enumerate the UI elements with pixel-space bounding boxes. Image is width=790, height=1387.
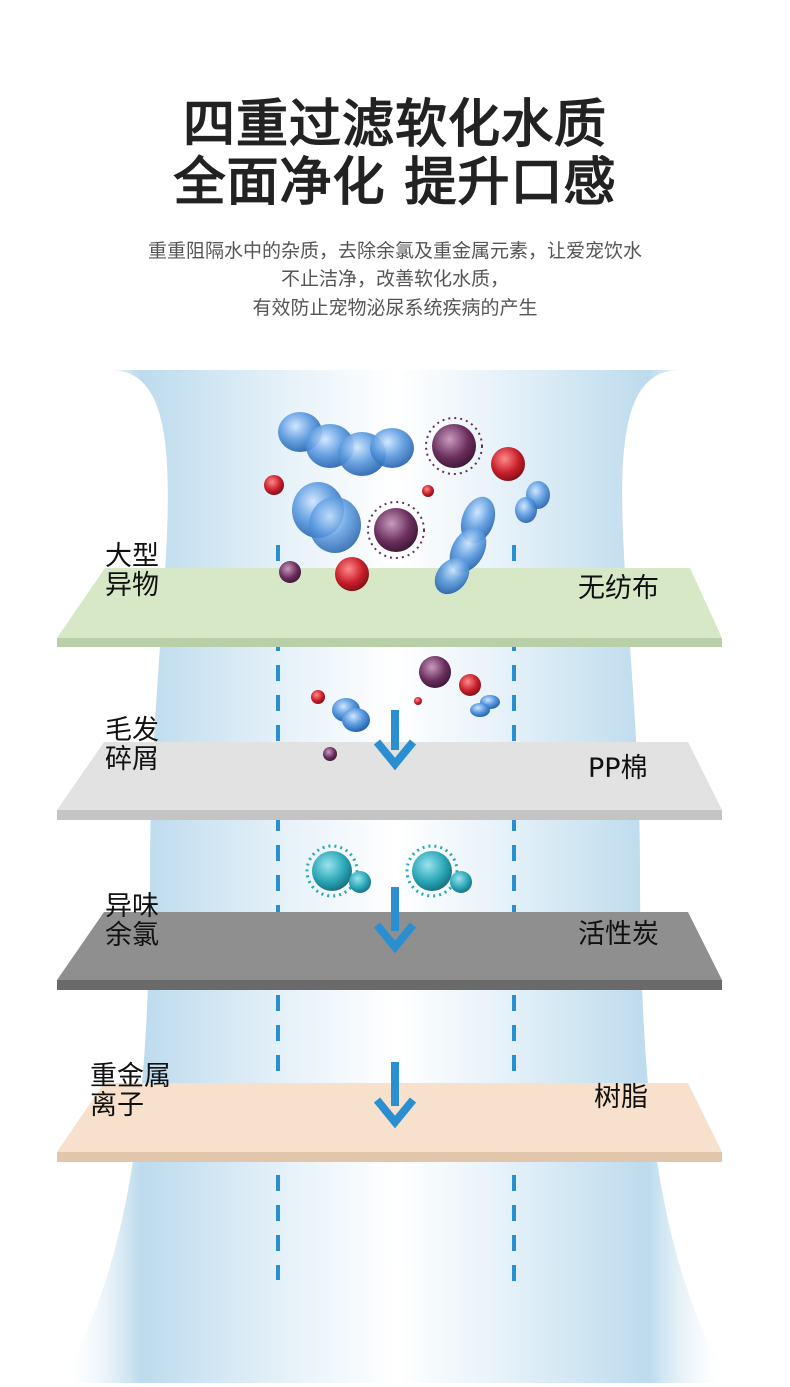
- odor-chlorine-cluster: [305, 844, 472, 898]
- virus-icon: [405, 844, 472, 898]
- filter-target-line: 重金属: [90, 1061, 171, 1092]
- virus-icon: [279, 561, 301, 583]
- filter-target-label: 大型 异物: [105, 542, 159, 600]
- red-virus-icon: [264, 475, 284, 495]
- virus-icon: [323, 747, 337, 761]
- title-line-2: 全面净化 提升口感: [173, 153, 617, 213]
- bacteria-icon: [515, 481, 550, 523]
- filter-diagram: 大型 异物 毛发 碎屑 异味 余氯 重金属 离子 无纺布 PP棉 活性炭 树脂: [0, 350, 790, 1383]
- red-virus-icon: [414, 697, 422, 705]
- bacteria-icon: [434, 496, 496, 595]
- filter-target-line: 碎屑: [105, 744, 159, 775]
- arrow-down-icon: [373, 710, 417, 771]
- description-line-1: 重重阻隔水中的杂质，去除余氯及重金属元素，让爱宠饮水: [147, 240, 642, 262]
- title-line-1: 四重过滤软化水质: [182, 95, 607, 155]
- filter-illustration: [57, 370, 730, 1383]
- filter-target-line: 异物: [105, 570, 159, 601]
- arrow-down-icon: [373, 1062, 417, 1129]
- red-virus-icon: [491, 447, 525, 481]
- filter-target-line: 毛发: [105, 715, 159, 746]
- virus-icon: [367, 501, 425, 559]
- arrow-down-icon: [373, 887, 417, 954]
- description-line-2: 不止洁净，改善软化水质，: [280, 268, 509, 290]
- red-virus-icon: [422, 485, 434, 497]
- filter-target-line: 异味: [105, 891, 159, 922]
- filter-material-label: PP棉: [588, 753, 648, 784]
- filter-target-line: 离子: [90, 1090, 144, 1121]
- bacteria-icon: [470, 695, 500, 717]
- virus-icon: [425, 417, 483, 475]
- layer-nonwoven: [57, 568, 722, 647]
- bacteria-icon: [332, 698, 370, 732]
- red-virus-icon: [335, 557, 369, 591]
- bacteria-icon: [278, 412, 414, 476]
- description-line-3: 有效防止宠物泌尿系统疾病的产生: [252, 297, 538, 319]
- filter-material-label: 活性炭: [578, 919, 659, 950]
- filter-target-line: 余氯: [105, 920, 159, 951]
- red-virus-icon: [459, 674, 481, 696]
- virus-icon: [305, 844, 371, 898]
- layer-pp-cotton: [57, 742, 722, 820]
- filter-target-label: 毛发 碎屑: [105, 716, 159, 774]
- virus-icon: [419, 656, 451, 688]
- large-debris-cluster: [264, 412, 550, 595]
- filter-material-label: 树脂: [594, 1082, 648, 1113]
- filter-target-line: 大型: [105, 541, 159, 572]
- hair-debris-cluster: [311, 656, 500, 761]
- filter-target-label: 异味 余氯: [105, 892, 159, 950]
- filter-material-label: 无纺布: [578, 573, 659, 604]
- red-virus-icon: [311, 690, 325, 704]
- filter-target-label: 重金属 离子: [90, 1062, 171, 1120]
- bacteria-icon: [292, 482, 361, 553]
